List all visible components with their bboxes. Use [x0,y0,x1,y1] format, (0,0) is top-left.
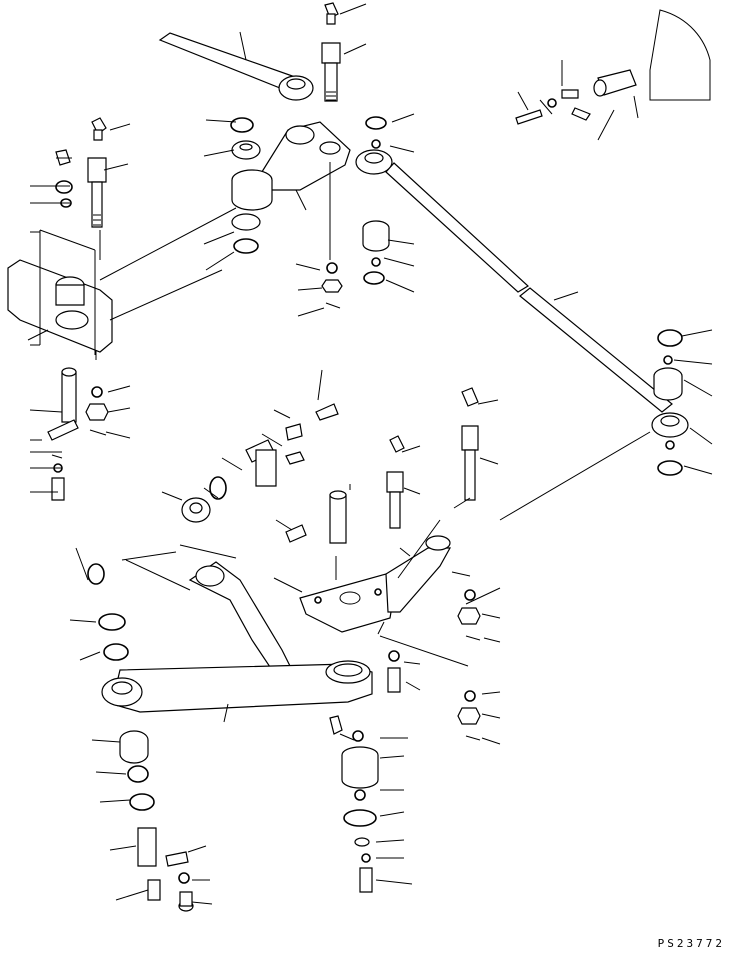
bellcrank-upper [231,118,350,253]
pin-lower-left [48,368,108,500]
pin-mid [182,404,338,522]
leader-lines [30,4,712,904]
bracket-plate-center [300,536,450,632]
tie-rod-long [356,150,688,437]
drawing-code-label: PS23772 [657,937,725,950]
lever-rod-top [160,33,313,100]
fasteners-right-center [388,590,480,740]
pin-vertical-center [286,491,346,543]
pin-top [322,43,340,101]
bushings-right [322,117,682,475]
bearing-stack-lower [330,716,378,892]
detail-cluster-upper-right [516,10,710,124]
pin-left [88,158,106,227]
arm-lower [102,562,372,712]
bearing-housing-left [8,230,112,355]
grease-fitting-left [56,118,106,165]
lower-left-parts [88,564,193,911]
grease-fitting-top [325,3,338,24]
pins-right-center [387,388,478,528]
